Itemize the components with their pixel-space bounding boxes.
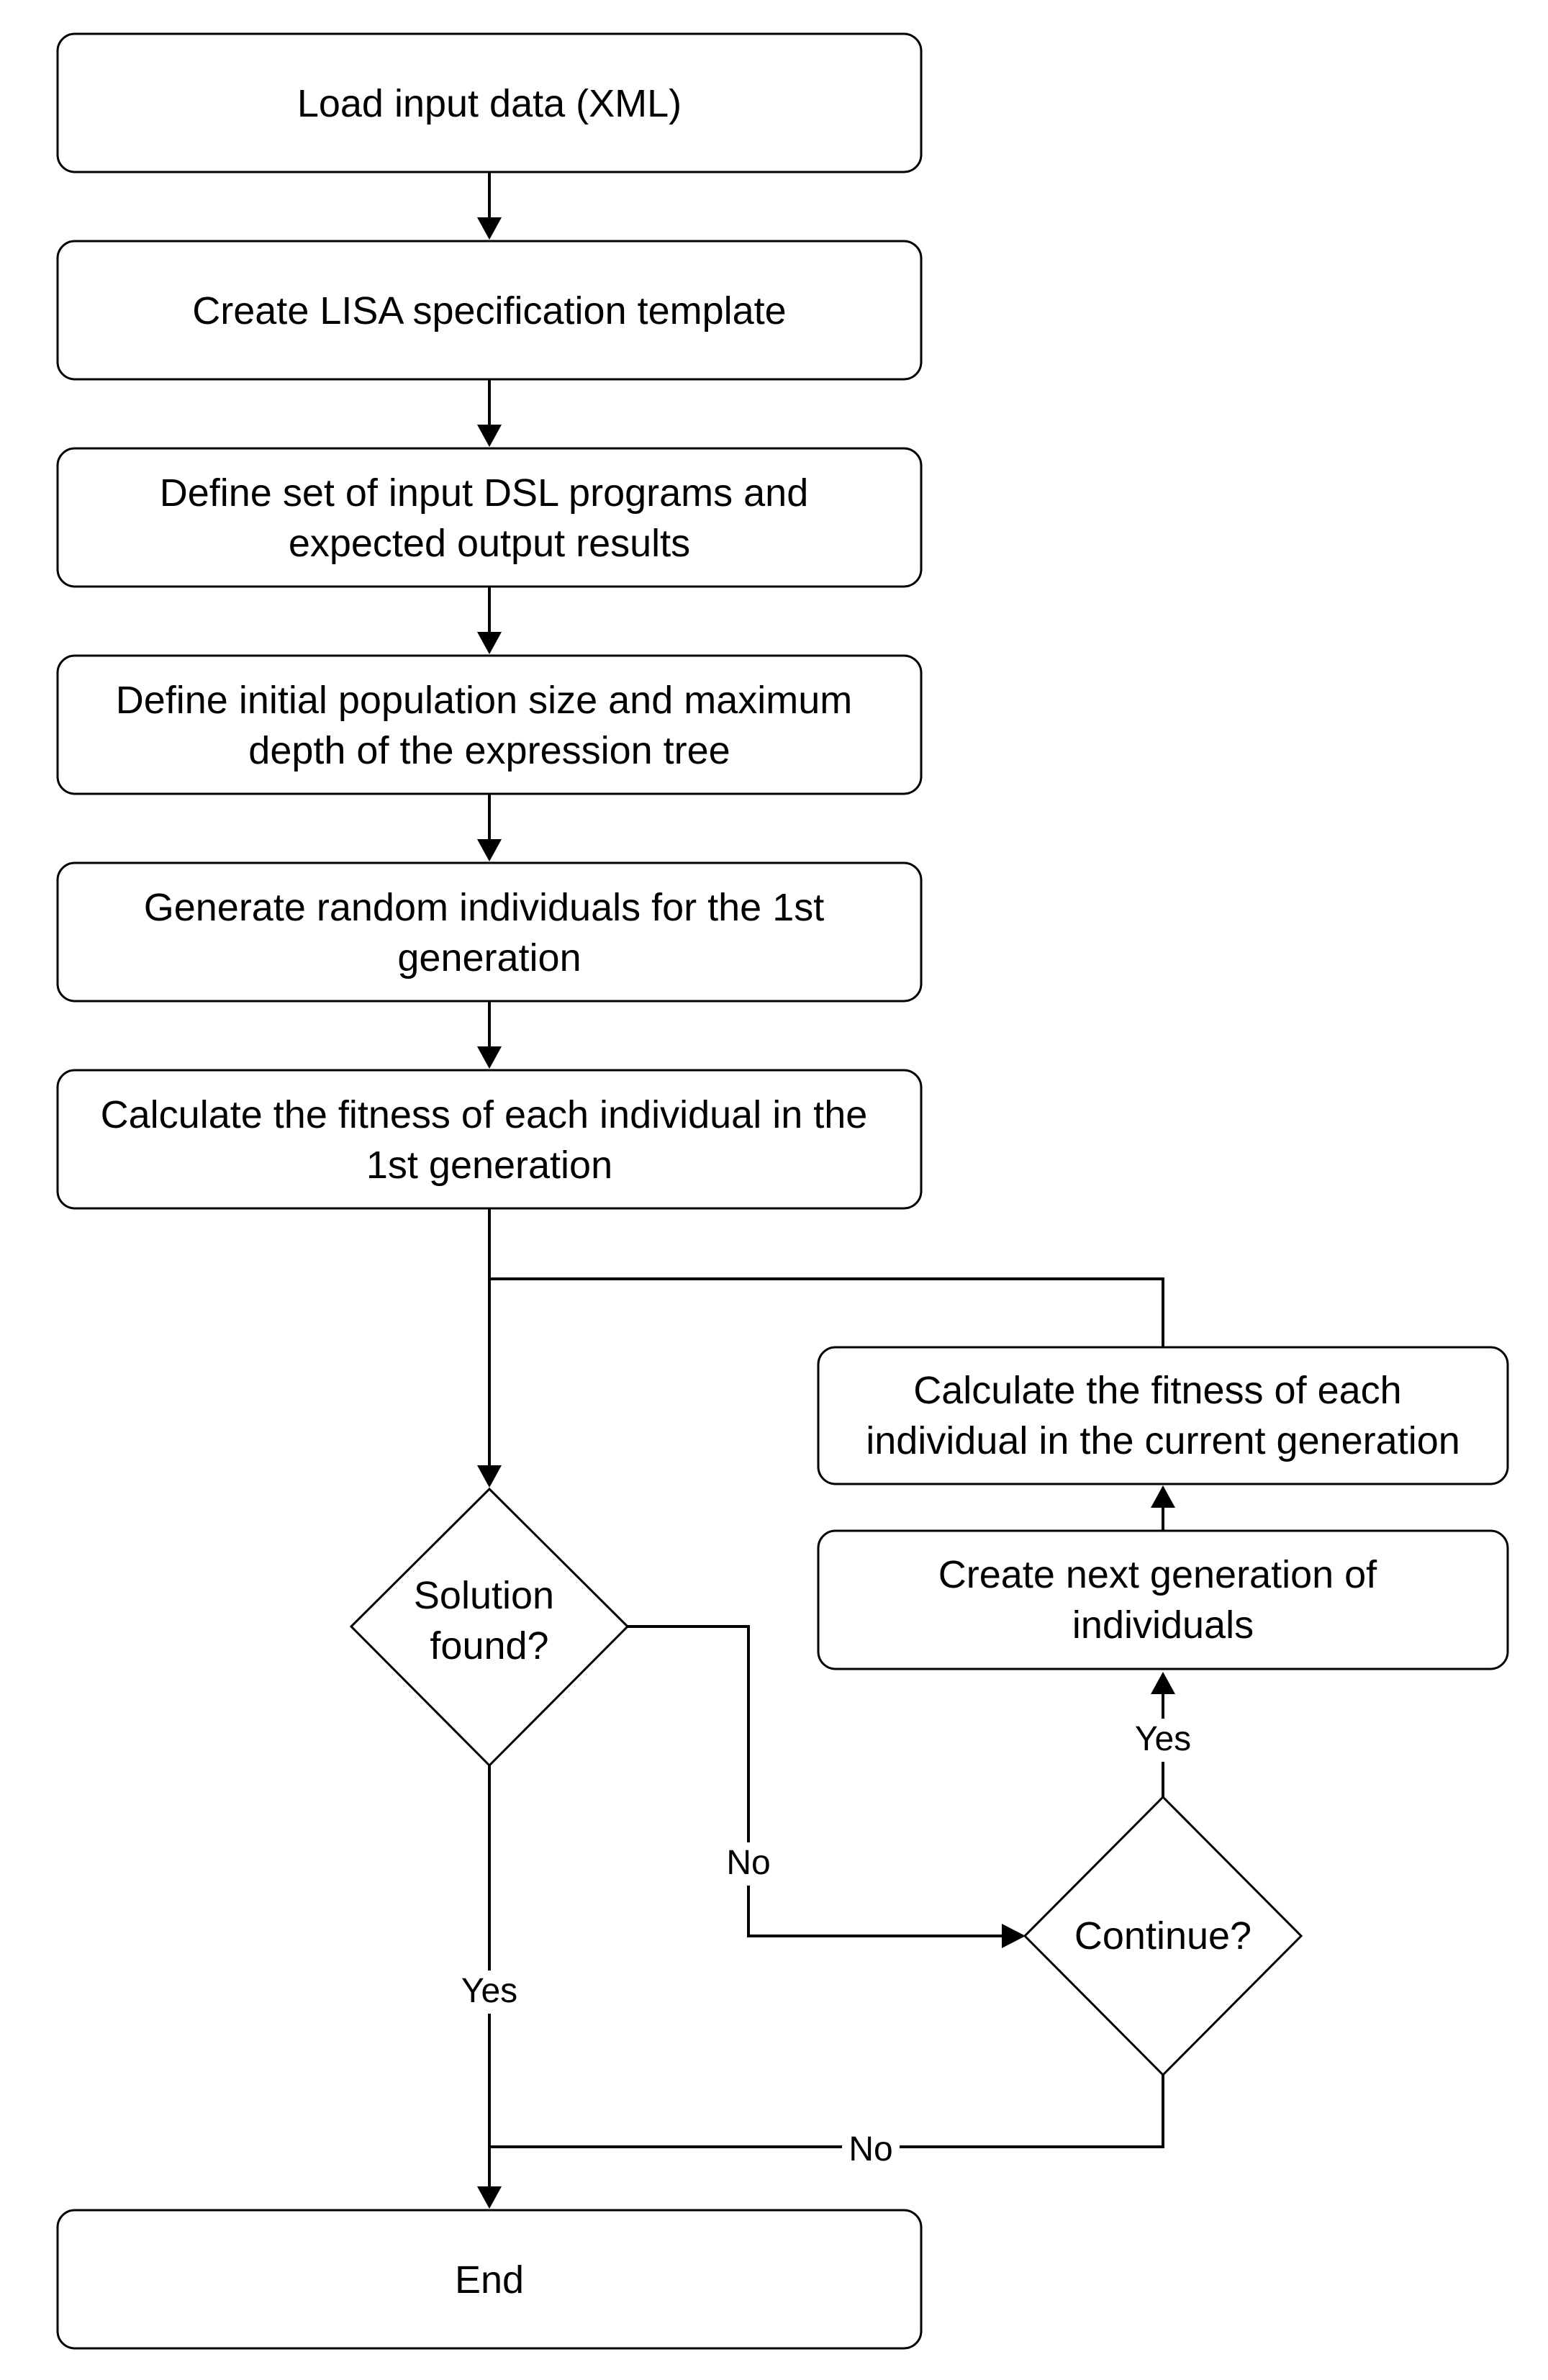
step-end-label: End <box>455 2258 524 2302</box>
edge-label-solution-no-bg <box>725 1842 771 1886</box>
step-end-box <box>56 2209 923 2350</box>
step-generate-random-label: Generate random individuals for the 1st … <box>144 886 836 979</box>
step-define-population-box <box>56 654 923 795</box>
arrowhead-template <box>477 217 502 240</box>
step-define-programs-box <box>56 447 923 588</box>
decision-solution-found-label: Solution found? <box>414 1574 565 1668</box>
edge-label-solution-yes: Yes <box>461 1972 517 2010</box>
step-create-next-label: Create next generation of individuals <box>938 1553 1388 1647</box>
step-define-programs-label: Define set of input DSL programs and exp… <box>160 471 820 565</box>
edge-label-continue-yes: Yes <box>1135 1720 1191 1758</box>
step-generate-random-box <box>56 861 923 1003</box>
step-calc-fitness-first-box <box>56 1069 923 1210</box>
edge-label-continue-yes-bg <box>1127 1719 1199 1762</box>
arrowhead-programs <box>477 425 502 447</box>
arrowhead-fitness-current <box>1151 1485 1175 1508</box>
edge-label-solution-no: No <box>726 1844 770 1882</box>
arrowhead-create-next <box>1151 1672 1175 1694</box>
connector-solution-no <box>628 1625 1003 1937</box>
connector-continue-no <box>489 2075 1164 2148</box>
decision-solution-found-shape <box>349 1487 630 1768</box>
step-load-input-label: Load input data (XML) <box>297 82 682 125</box>
edge-label-continue-no: No <box>848 2130 892 2168</box>
edge-label-solution-yes-bg <box>453 1970 525 2014</box>
step-calc-fitness-current-label: Calculate the fitness of each individual… <box>866 1369 1460 1462</box>
connector-loop-back <box>489 1277 1164 1349</box>
arrowhead-continue <box>1002 1924 1026 1948</box>
arrowhead-fitness-first <box>477 1046 502 1069</box>
decision-continue-label: Continue? <box>1074 1914 1251 1958</box>
step-create-template-label: Create LISA specification template <box>192 289 786 332</box>
edge-label-continue-no-bg <box>842 2125 900 2168</box>
edge-labels: No Yes Yes No <box>453 1719 1199 2168</box>
step-create-next-box <box>817 1529 1509 1670</box>
decision-continue-shape <box>1023 1795 1303 2077</box>
arrowhead-solution <box>477 1465 502 1488</box>
step-load-input-box <box>56 32 923 173</box>
arrowhead-generate <box>477 839 502 861</box>
arrowhead-end <box>477 2186 502 2209</box>
connectors <box>477 172 1175 2209</box>
arrowhead-population <box>477 632 502 654</box>
decisions: Solution found? Continue? <box>349 1487 1303 2077</box>
step-calc-fitness-first-label: Calculate the fitness of each individual… <box>101 1093 879 1187</box>
step-define-population-label: Define initial population size and maxim… <box>116 679 864 772</box>
process-steps: Load input data (XML) Create LISA specif… <box>56 32 1509 2350</box>
step-calc-fitness-current-box <box>817 1346 1509 1485</box>
step-create-template-box <box>56 240 923 381</box>
